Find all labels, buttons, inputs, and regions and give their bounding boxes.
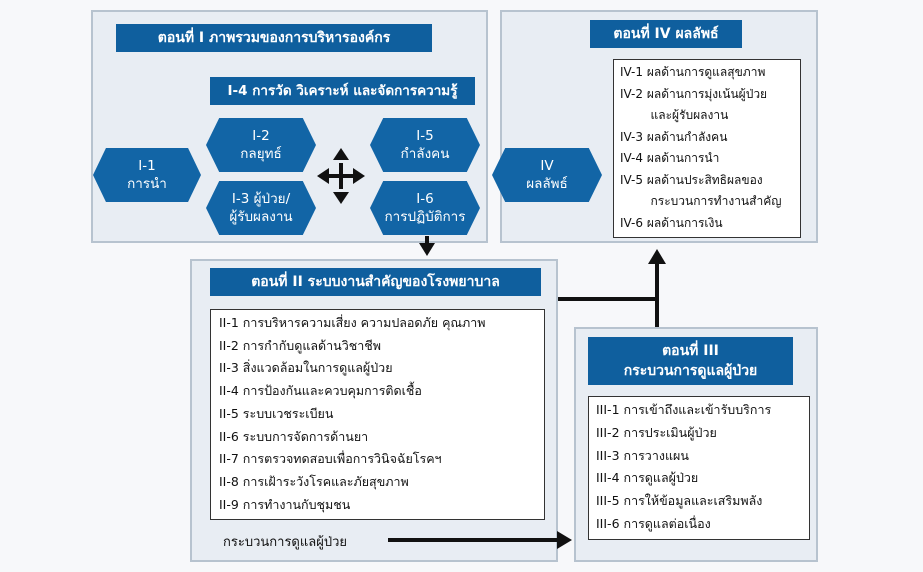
part3-title-line1: ตอนที่ III <box>662 343 719 359</box>
part4-results-list: IV-1 ผลด้านการดูแลสุขภาพ IV-2 ผลด้านการม… <box>613 59 801 238</box>
hex-iv-results: IV ผลลัพธ์ <box>492 148 602 202</box>
list-item: II-7 การตรวจทดสอบเพื่อการวินิจฉัยโรคฯ <box>219 451 442 467</box>
list-item: II-4 การป้องกันและควบคุมการติดเชื้อ <box>219 383 422 399</box>
hex-i1-code: I-1 <box>138 158 156 174</box>
list-item: IV-5 ผลด้านประสิทธิผลของ <box>620 172 763 187</box>
hex-i1-leadership: I-1 การนำ <box>93 148 201 202</box>
hex-i5-code: I-5 <box>416 128 434 144</box>
part2-systems-list: II-1 การบริหารความเสี่ยง ความปลอดภัย คุณ… <box>210 309 545 520</box>
four-way-arrow-icon <box>317 148 365 204</box>
list-item: IV-1 ผลด้านการดูแลสุขภาพ <box>620 65 766 79</box>
list-item: II-3 สิ่งแวดล้อมในการดูแลผู้ป่วย <box>219 360 393 376</box>
list-item: II-5 ระบบเวชระเบียน <box>219 405 334 421</box>
arrow-part2-to-part3 <box>388 531 572 549</box>
hex-iv-code: IV <box>540 158 554 174</box>
hex-i3-line1: I-3 ผู้ป่วย/ <box>231 191 291 207</box>
hex-i2-code: I-2 <box>252 128 270 144</box>
hex-i6-operations: I-6 การปฏิบัติการ <box>370 181 480 235</box>
part1-title: ตอนที่ I ภาพรวมของการบริหารองค์กร <box>116 24 432 52</box>
list-item: II-1 การบริหารความเสี่ยง ความปลอดภัย คุณ… <box>219 315 486 330</box>
hex-i5-name: กำลังคน <box>400 146 450 162</box>
arrow-to-part4 <box>558 249 666 327</box>
list-item: III-3 การวางแผน <box>596 447 689 463</box>
list-item: กระบวนการทำงานสำคัญ <box>620 194 782 208</box>
list-item: III-5 การให้ข้อมูลและเสริมพลัง <box>596 493 763 509</box>
hex-i6-name: การปฏิบัติการ <box>384 209 466 225</box>
part3-title-line2: กระบวนการดูแลผู้ป่วย <box>623 363 758 379</box>
patient-care-process-label: กระบวนการดูแลผู้ป่วย <box>223 535 348 550</box>
hex-iv-name: ผลลัพธ์ <box>526 176 568 192</box>
list-item: IV-4 ผลด้านการนำ <box>620 151 720 165</box>
part3-title: ตอนที่ III กระบวนการดูแลผู้ป่วย <box>588 337 793 385</box>
list-item: IV-6 ผลด้านการเงิน <box>620 215 723 230</box>
hex-i6-code: I-6 <box>416 191 434 207</box>
hex-i3-line2: ผู้รับผลงาน <box>229 209 293 225</box>
list-item: III-4 การดูแลผู้ป่วย <box>596 470 699 486</box>
hex-i1-name: การนำ <box>127 176 167 192</box>
part4-title: ตอนที่ IV ผลลัพธ์ <box>590 20 742 48</box>
list-item: II-6 ระบบการจัดการด้านยา <box>219 428 369 444</box>
list-item: III-6 การดูแลต่อเนื่อง <box>596 515 711 531</box>
part3-process-list: III-1 การเข้าถึงและเข้ารับบริการ III-2 ก… <box>588 396 810 540</box>
list-item: IV-3 ผลด้านกำลังคน <box>620 129 728 144</box>
part1-subtitle: I-4 การวัด วิเคราะห์ และจัดการความรู้ <box>210 77 475 105</box>
list-item: และผู้รับผลงาน <box>620 108 729 122</box>
hex-i3-patients: I-3 ผู้ป่วย/ ผู้รับผลงาน <box>206 181 316 235</box>
arrow-part1-to-part2 <box>419 236 435 256</box>
hex-i2-name: กลยุทธ์ <box>240 146 282 162</box>
list-item: II-2 การกำกับดูแลด้านวิชาชีพ <box>219 337 381 353</box>
list-item: III-2 การประเมินผู้ป่วย <box>596 424 717 440</box>
hex-i5-workforce: I-5 กำลังคน <box>370 118 480 172</box>
list-item: II-8 การเฝ้าระวังโรคและภัยสุขภาพ <box>219 473 409 489</box>
hex-i2-strategy: I-2 กลยุทธ์ <box>206 118 316 172</box>
list-item: IV-2 ผลด้านการมุ่งเน้นผู้ป่วย <box>620 86 768 101</box>
list-item: III-1 การเข้าถึงและเข้ารับบริการ <box>596 402 772 417</box>
part2-title: ตอนที่ II ระบบงานสำคัญของโรงพยาบาล <box>210 268 541 296</box>
list-item: II-9 การทำงานกับชุมชน <box>219 496 351 512</box>
